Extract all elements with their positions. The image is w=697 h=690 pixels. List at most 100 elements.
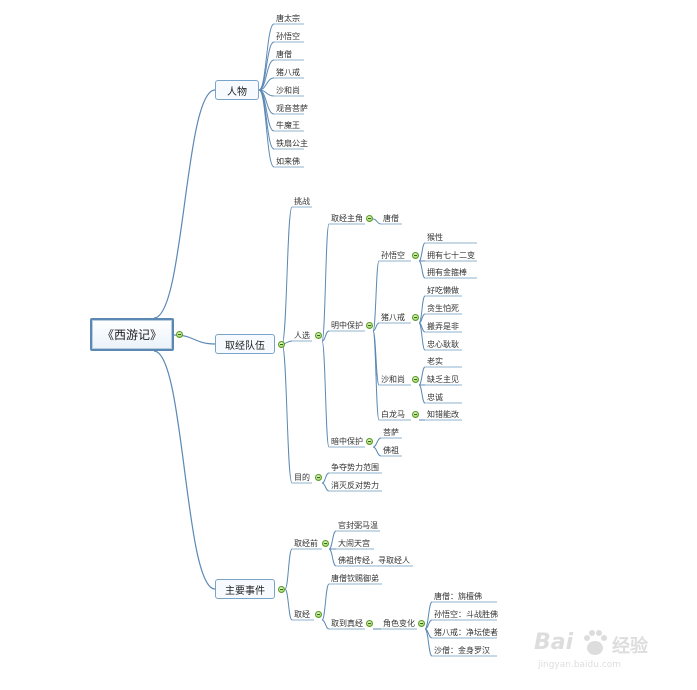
node-journey[interactable]: 取经 [294,610,310,619]
leaf-node[interactable]: 贪生怕死 [427,304,459,313]
connector [372,218,382,225]
node-challenge[interactable]: 挑战 [294,197,310,206]
node-lead[interactable]: 取经主角 [331,214,363,223]
collapse-toggle-icon[interactable] [366,215,373,222]
connector [258,59,275,91]
leaf-node[interactable]: 唐僧钦赐御弟 [331,574,379,583]
leaf-node[interactable]: 佛祖传经，寻取经人 [338,556,410,565]
collapse-toggle-icon[interactable] [366,620,373,627]
connector [321,583,330,621]
connector [372,260,380,332]
collapse-toggle-icon[interactable] [176,331,183,338]
node-white-dragon-horse[interactable]: 白龙马 [381,410,405,419]
connector [258,23,275,91]
collapse-toggle-icon[interactable] [418,620,425,627]
connector [258,41,275,91]
leaf-node[interactable]: 孙悟空：斗战胜佛 [434,610,498,619]
node-secret-guard[interactable]: 暗中保护 [331,437,363,446]
leaf-node[interactable]: 牛魔王 [276,121,300,130]
leaf-node[interactable]: 猪八戒 [276,68,300,77]
leaf-node[interactable]: 消灭反对势力 [331,481,379,490]
collapse-toggle-icon[interactable] [412,411,419,418]
collapse-toggle-icon[interactable] [412,376,419,383]
leaf-node[interactable]: 铁扇公主 [276,139,308,148]
watermark-brand: Bai [534,630,574,655]
connector [284,548,293,590]
node-pilgrim-team[interactable]: 取经队伍 [215,334,275,354]
node-characters[interactable]: 人物 [215,80,259,100]
leaf-node[interactable]: 知错能改 [427,410,459,419]
leaf-node[interactable]: 拥有金箍棒 [427,268,467,277]
leaf-node[interactable]: 争夺势力范围 [331,463,379,472]
root-node[interactable]: 《西游记》 [90,318,174,351]
leaf-node[interactable]: 菩萨 [383,428,399,437]
connector [418,260,426,279]
node-sha-wujing[interactable]: 沙和尚 [381,375,405,384]
leaf-node[interactable]: 如来佛 [276,157,300,166]
leaf-node[interactable]: 唐僧：旃檀佛 [434,592,482,601]
connector [328,530,337,550]
leaf-node[interactable]: 沙和尚 [276,86,300,95]
collapse-toggle-icon[interactable] [322,540,329,547]
connector [372,330,380,421]
leaf-node[interactable]: 唐太宗 [276,14,300,23]
connector [258,89,275,168]
node-sun-wukong[interactable]: 孙悟空 [381,251,405,260]
connector [281,343,293,484]
node-main-events[interactable]: 主要事件 [215,579,275,599]
collapse-toggle-icon[interactable] [315,474,322,481]
watermark-url: jingyan.baidu.com [538,660,622,670]
connector [321,340,330,448]
connector [424,628,433,657]
connector [284,588,293,621]
connector [321,330,330,342]
collapse-toggle-icon[interactable] [366,438,373,445]
leaf-node[interactable]: 沙僧：金身罗汉 [434,646,490,655]
connector [418,242,426,262]
collapse-toggle-icon[interactable] [412,314,419,321]
leaf-node[interactable]: 孙悟空 [276,32,300,41]
leaf-node[interactable]: 拥有七十二变 [427,251,475,260]
connector [258,89,275,150]
leaf-node[interactable]: 唐僧 [276,50,292,59]
collapse-toggle-icon[interactable] [315,611,322,618]
baidu-watermark: Bai 经验 jingyan.baidu.com [534,626,664,676]
leaf-node[interactable]: 忠诚 [427,393,443,402]
leaf-node[interactable]: 忠心耿耿 [427,340,459,349]
connector [281,206,293,345]
leaf-node[interactable]: 官封弼马温 [338,521,378,530]
node-selection[interactable]: 人选 [294,331,310,340]
node-zhu-bajie[interactable]: 猪八戒 [381,313,405,322]
connector [372,446,382,457]
connector [153,89,216,319]
connector [418,384,426,404]
leaf-node[interactable]: 好吃懒做 [427,286,459,295]
leaf-node[interactable]: 搬弄是非 [427,322,459,331]
node-get-scriptures[interactable]: 取到真经 [331,619,363,628]
connector [418,322,426,351]
collapse-toggle-icon[interactable] [366,322,373,329]
watermark-brand2: 经验 [612,636,648,657]
paw-icon [584,630,607,655]
node-before-journey[interactable]: 取经前 [294,539,318,548]
collapse-toggle-icon[interactable] [278,586,285,593]
collapse-toggle-icon[interactable] [278,341,285,348]
connector [328,548,337,567]
collapse-toggle-icon[interactable] [412,252,419,259]
connector [418,366,426,386]
connector [321,223,330,342]
leaf-node[interactable]: 大闹天宫 [338,539,370,548]
leaf-node[interactable]: 猴性 [427,233,443,242]
leaf-node[interactable]: 缺乏主见 [427,375,459,384]
node-role-change[interactable]: 角色变化 [383,619,415,628]
leaf-node[interactable]: 佛祖 [383,446,399,455]
leaf-node[interactable]: 观音菩萨 [276,104,308,113]
leaf-node[interactable]: 老实 [427,357,443,366]
node-open-guard[interactable]: 明中保护 [331,321,363,330]
collapse-toggle-icon[interactable] [315,332,322,339]
node-purpose[interactable]: 目的 [294,473,310,482]
leaf-node[interactable]: 唐僧 [383,214,399,223]
leaf-node[interactable]: 猪八戒：净坛使者 [434,628,498,637]
